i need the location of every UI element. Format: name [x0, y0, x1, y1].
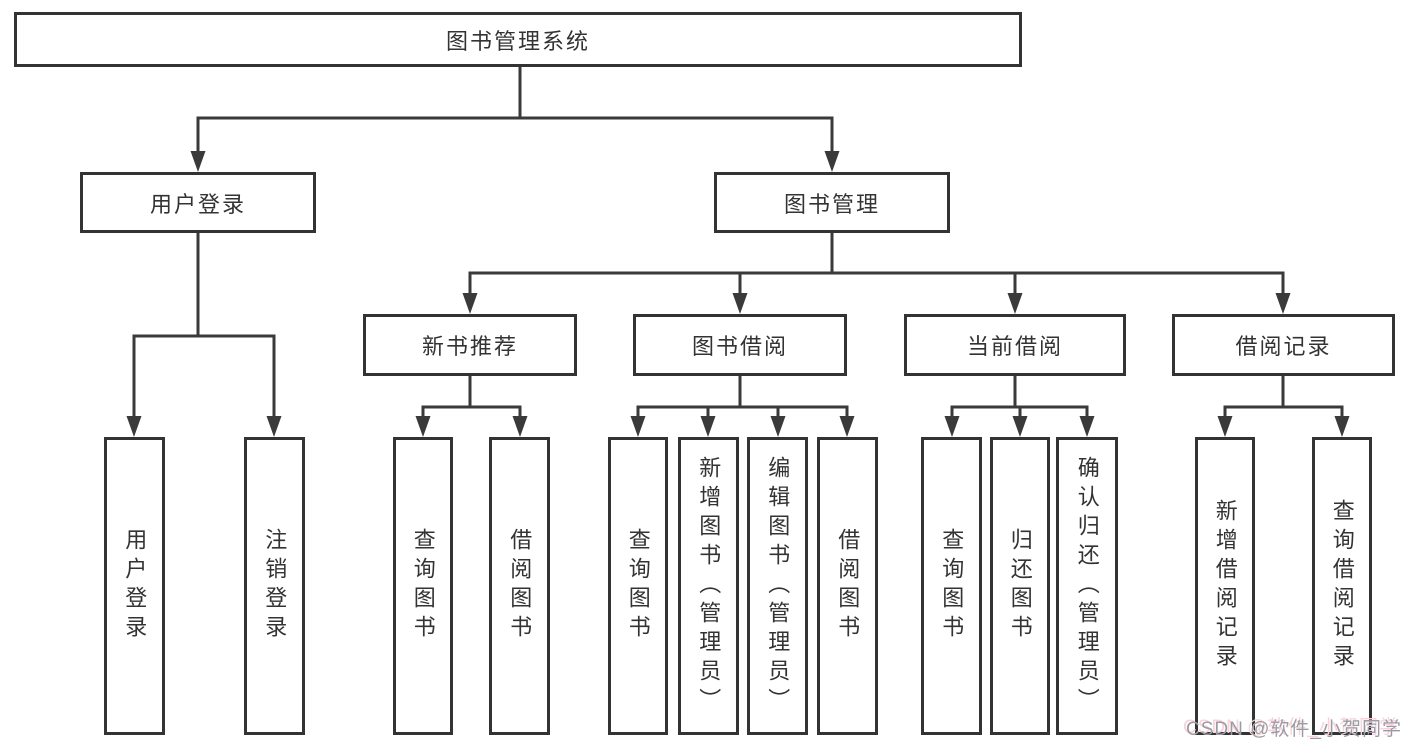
arrow-down-icon: [1334, 416, 1350, 437]
node-book-management: 图书管理: [714, 172, 950, 233]
leaf-query-borrow-record: 查询借阅记录: [1312, 437, 1372, 735]
arrow-down-icon: [732, 293, 748, 314]
leaf-confirm-return-admin-label: 确认归还（管理员）: [1074, 455, 1100, 717]
leaf-logout: 注销登录: [244, 437, 305, 735]
leaf-edit-books-admin: 编辑图书（管理员）: [747, 437, 808, 735]
node-root: 图书管理系统: [14, 12, 1022, 67]
leaf-query-books-1: 查询图书: [393, 437, 453, 735]
leaf-add-borrow-record-label: 新增借阅记录: [1212, 499, 1238, 673]
leaf-add-books-admin: 新增图书（管理员）: [678, 437, 739, 735]
node-current-borrow: 当前借阅: [904, 314, 1126, 376]
leaf-return-books-label: 归还图书: [1007, 528, 1033, 644]
leaf-return-books: 归还图书: [990, 437, 1050, 735]
leaf-borrow-books-2-label: 借阅图书: [835, 528, 861, 644]
connector-root-to-level2: [190, 67, 840, 172]
connector-book-borrow-children: [630, 376, 855, 437]
arrow-down-icon: [462, 293, 478, 314]
arrow-down-icon: [1012, 416, 1028, 437]
leaf-query-books-2-label: 查询图书: [625, 528, 651, 644]
leaf-add-books-admin-label: 新增图书（管理员）: [696, 455, 722, 717]
leaf-add-borrow-record: 新增借阅记录: [1195, 437, 1255, 735]
leaf-borrow-books-2: 借阅图书: [817, 437, 878, 735]
leaf-edit-books-admin-label: 编辑图书（管理员）: [765, 455, 791, 717]
node-book-borrow: 图书借阅: [633, 314, 847, 376]
arrow-down-icon: [770, 416, 786, 437]
node-current-borrow-label: 当前借阅: [966, 334, 1063, 359]
connector-book-management-children: [462, 233, 1291, 314]
connector-borrow-records-children: [1217, 376, 1350, 437]
leaf-user-login: 用户登录: [104, 437, 165, 735]
leaf-borrow-books-1-label: 借阅图书: [507, 528, 533, 644]
leaf-query-borrow-record-label: 查询借阅记录: [1329, 499, 1355, 673]
node-borrow-records: 借阅记录: [1172, 314, 1395, 376]
leaf-borrow-books-1: 借阅图书: [489, 437, 550, 735]
watermark: CSDN @软件_小贺同学: [1186, 719, 1402, 740]
leaf-confirm-return-admin: 确认归还（管理员）: [1056, 437, 1118, 735]
arrow-down-icon: [1079, 416, 1095, 437]
node-new-book-recommend-label: 新书推荐: [421, 334, 518, 359]
arrow-down-icon: [944, 416, 960, 437]
node-user-login: 用户登录: [80, 172, 316, 233]
connector-current-borrow-children: [944, 376, 1095, 437]
leaf-query-books-2: 查询图书: [608, 437, 668, 735]
connector-user-login-children: [126, 233, 282, 437]
arrow-down-icon: [630, 416, 646, 437]
arrow-down-icon: [512, 416, 528, 437]
arrow-down-icon: [1275, 293, 1291, 314]
node-new-book-recommend: 新书推荐: [363, 314, 577, 376]
node-book-management-label: 图书管理: [783, 191, 880, 217]
arrow-down-icon: [700, 416, 716, 437]
arrow-down-icon: [190, 151, 206, 172]
arrow-down-icon: [126, 416, 142, 437]
connector-new-book-children: [415, 376, 528, 437]
node-user-login-label: 用户登录: [149, 191, 246, 217]
node-book-borrow-label: 图书借阅: [691, 334, 788, 359]
leaf-logout-label: 注销登录: [262, 528, 288, 644]
node-root-label: 图书管理系统: [445, 28, 590, 54]
arrow-down-icon: [266, 416, 282, 437]
node-borrow-records-label: 借阅记录: [1235, 334, 1332, 359]
leaf-query-books-1-label: 查询图书: [410, 528, 436, 644]
arrow-down-icon: [1217, 416, 1233, 437]
arrow-down-icon: [839, 416, 855, 437]
leaf-user-login-label: 用户登录: [122, 528, 148, 644]
arrow-down-icon: [415, 416, 431, 437]
leaf-query-books-3: 查询图书: [921, 437, 982, 735]
arrow-down-icon: [824, 151, 840, 172]
leaf-query-books-3-label: 查询图书: [939, 528, 965, 644]
arrow-down-icon: [1007, 293, 1023, 314]
